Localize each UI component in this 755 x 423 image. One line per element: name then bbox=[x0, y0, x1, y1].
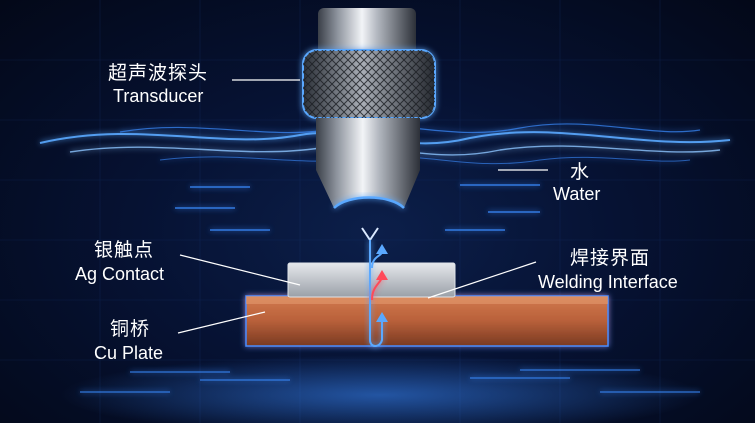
ag-contact-label-en: Ag Contact bbox=[75, 264, 165, 284]
welding-interface-label-zh: 焊接界面 bbox=[570, 247, 651, 269]
leader-lines bbox=[177, 79, 548, 334]
cu-plate-label-zh: 铜桥 bbox=[110, 318, 151, 340]
floor-glow bbox=[60, 355, 700, 423]
water-label-en: Water bbox=[553, 184, 601, 204]
ultrasonic-beam bbox=[361, 205, 379, 242]
cu-plate-block bbox=[245, 295, 609, 347]
reflection-arrows bbox=[369, 240, 388, 347]
ag-contact-block bbox=[287, 262, 456, 298]
water-label-zh: 水 bbox=[570, 161, 591, 183]
cu-plate-label-en: Cu Plate bbox=[94, 343, 164, 363]
welding-interface-label-en: Welding Interface bbox=[538, 272, 678, 292]
transducer-probe bbox=[302, 8, 436, 209]
transducer-label-zh: 超声波探头 bbox=[108, 62, 209, 84]
wave-lines bbox=[175, 184, 540, 231]
transducer-label-en: Transducer bbox=[113, 86, 204, 106]
floor-light-lines bbox=[80, 369, 700, 393]
ag-contact-label-zh: 银触点 bbox=[94, 239, 155, 261]
